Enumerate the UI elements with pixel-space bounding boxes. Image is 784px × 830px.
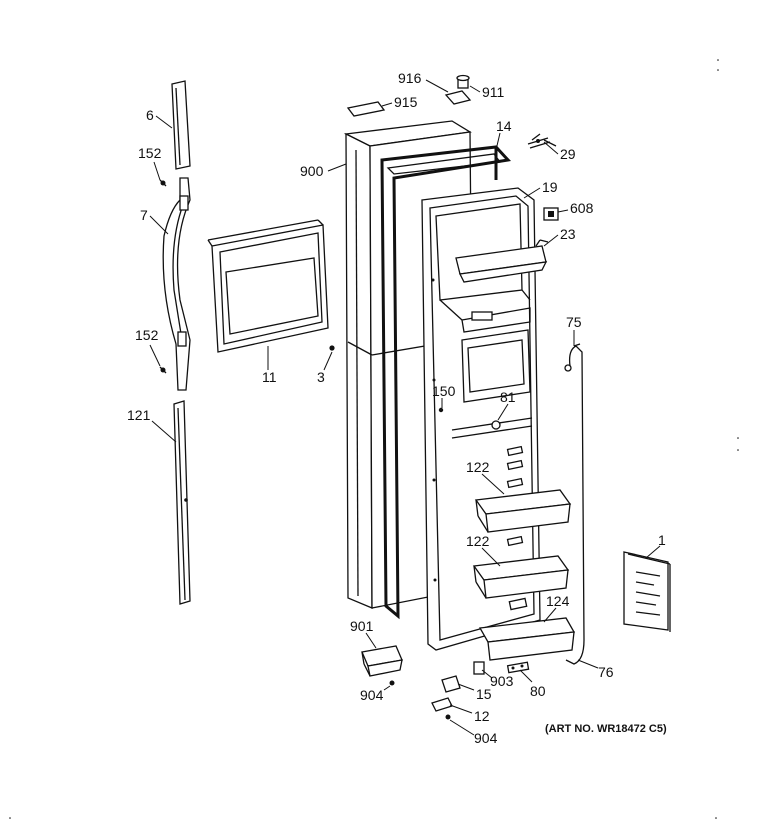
callout-911: 911 xyxy=(482,84,505,100)
part-owners-manual xyxy=(623,551,671,632)
callout-904-right: 904 xyxy=(474,730,498,746)
part-hinge-pin-12 xyxy=(431,697,453,712)
callout-152-upper: 152 xyxy=(138,145,162,161)
part-wire-harness xyxy=(564,343,585,665)
callout-23: 23 xyxy=(560,226,576,242)
part-hinge-15 xyxy=(441,675,461,693)
part-bottom-bin xyxy=(478,617,576,661)
callout-11: 11 xyxy=(262,369,277,385)
callout-903: 903 xyxy=(490,673,514,689)
part-connector-80 xyxy=(506,661,530,674)
part-wire-29 xyxy=(527,133,557,149)
part-screw-904-left xyxy=(389,680,395,686)
callout-150: 150 xyxy=(432,383,456,399)
callout-916: 916 xyxy=(398,70,422,86)
part-cap-915 xyxy=(346,101,386,117)
part-screw-152-lower xyxy=(159,366,167,374)
callout-124: 124 xyxy=(546,593,570,609)
callout-29: 29 xyxy=(560,146,576,162)
callout-15: 15 xyxy=(476,686,492,702)
callout-904-left: 904 xyxy=(360,687,384,703)
callout-122-lower: 122 xyxy=(466,533,490,549)
part-long-trim xyxy=(173,400,191,605)
art-number: (ART NO. WR18472 C5) xyxy=(545,723,667,735)
scan-marks xyxy=(9,59,739,819)
callout-3: 3 xyxy=(317,369,325,385)
callout-121: 121 xyxy=(127,407,151,423)
part-bracket-916 xyxy=(444,90,472,105)
callout-6: 6 xyxy=(146,107,154,123)
callout-1: 1 xyxy=(658,532,666,548)
part-switch-608 xyxy=(543,207,559,221)
callout-900: 900 xyxy=(300,163,324,179)
callout-122-upper: 122 xyxy=(466,459,490,475)
callout-14: 14 xyxy=(496,118,512,134)
part-trim-strip xyxy=(171,80,191,170)
callout-12: 12 xyxy=(474,708,490,724)
callout-75: 75 xyxy=(566,314,582,330)
part-cover-901 xyxy=(361,645,403,677)
part-dispenser-frame xyxy=(207,219,329,353)
leader-lines xyxy=(149,79,661,736)
callout-608: 608 xyxy=(570,200,594,216)
callout-901: 901 xyxy=(350,618,374,634)
callout-81: 81 xyxy=(500,389,516,405)
callout-76: 76 xyxy=(598,664,614,680)
part-inner-liner xyxy=(421,187,541,651)
callout-labels: 6 152 7 152 121 11 3 900 916 911 915 14 … xyxy=(127,70,667,746)
part-door-bin-upper xyxy=(474,489,572,533)
part-button-911 xyxy=(456,74,470,89)
part-screw-904-right xyxy=(445,714,451,720)
part-dispenser-chute xyxy=(455,239,549,283)
part-clip-903 xyxy=(473,661,485,675)
callout-152-lower: 152 xyxy=(135,327,159,343)
part-door-bin-lower xyxy=(472,555,570,599)
part-screw-150 xyxy=(438,407,444,413)
part-screw-152-upper xyxy=(159,179,167,187)
callout-915: 915 xyxy=(394,94,418,110)
callout-80: 80 xyxy=(530,683,546,699)
callout-19: 19 xyxy=(542,179,558,195)
callout-7: 7 xyxy=(140,207,148,223)
part-gasket xyxy=(380,145,512,620)
part-screw-3 xyxy=(329,345,335,351)
part-handle xyxy=(162,177,191,391)
